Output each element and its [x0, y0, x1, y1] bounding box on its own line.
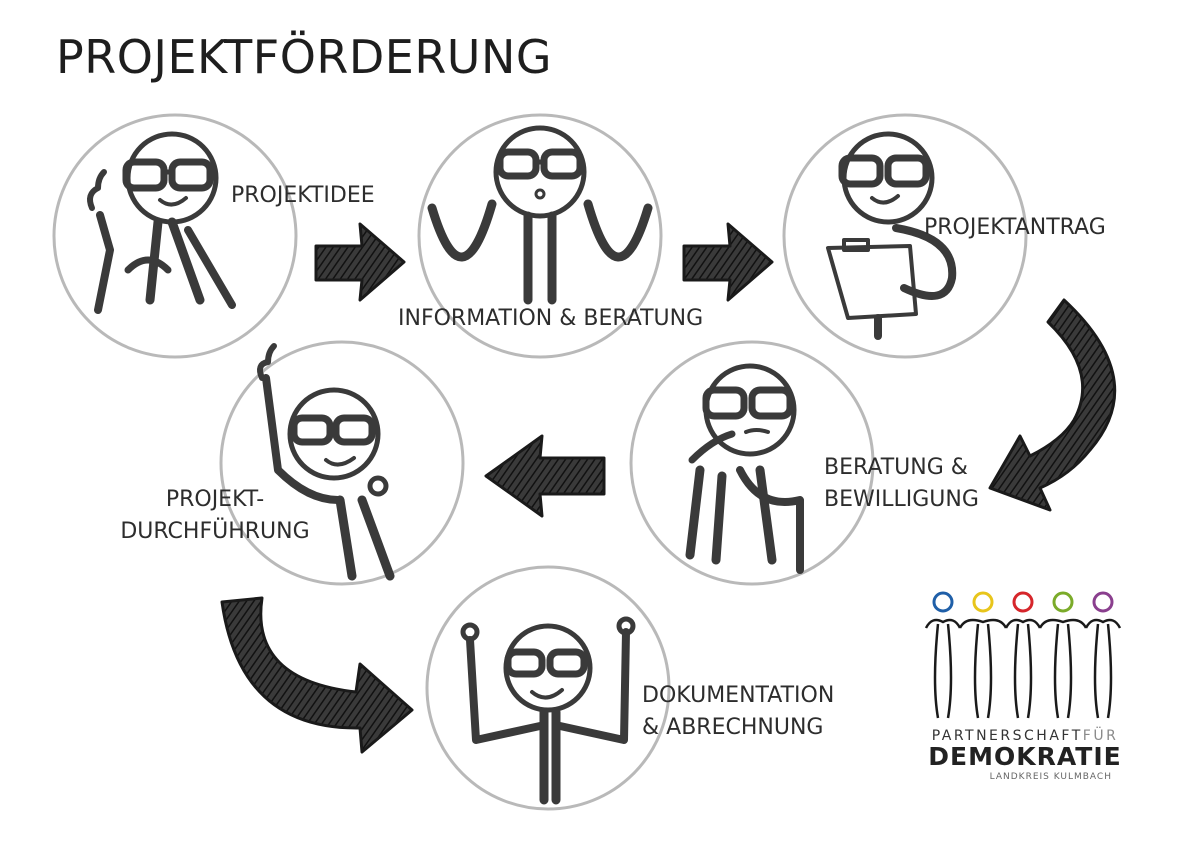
step-label-durchfuehrung: PROJEKT- DURCHFÜHRUNG: [120, 484, 310, 548]
logo-figures: [924, 618, 1122, 629]
step-label-projektantrag: PROJEKTANTRAG: [924, 212, 1106, 244]
step-label-line: PROJEKTIDEE: [231, 183, 375, 208]
step-circle-dokumentation: [425, 565, 671, 811]
logo-ring-red: [1012, 591, 1034, 613]
logo-ring-green: [1052, 591, 1074, 613]
arrow-right-1: [314, 222, 406, 302]
step-label-line: DURCHFÜHRUNG: [120, 519, 310, 544]
arrow-left: [484, 434, 606, 518]
logo-word-demokratie: DEMOKRATIE: [928, 742, 1122, 771]
stick-figure-shrug: [427, 125, 653, 305]
stick-figure-raised-hand: [257, 343, 395, 581]
partnerschaft-logo: PARTNERSCHAFTFÜR DEMOKRATIE LANDKREIS KU…: [922, 588, 1128, 788]
step-label-line: PROJEKT-: [165, 487, 265, 512]
stick-figure-cheering: [460, 616, 636, 805]
logo-figures-bodies: [933, 623, 1113, 719]
logo-ring-purple: [1092, 591, 1114, 613]
step-label-dokumentation: DOKUMENTATION & ABRECHNUNG: [642, 680, 834, 744]
step-label-beratung: BERATUNG & BEWILLIGUNG: [824, 452, 979, 516]
logo-mark: [924, 591, 1122, 719]
logo-line-partnerschaft: PARTNERSCHAFTFÜR: [922, 728, 1128, 744]
logo-ring-yellow: [972, 591, 994, 613]
logo-subtitle: LANDKREIS KULMBACH: [989, 772, 1112, 782]
step-label-line: & ABRECHNUNG: [642, 715, 824, 740]
stick-figure-idea: [87, 131, 236, 314]
step-label-line: BEWILLIGUNG: [824, 487, 979, 512]
logo-word-partnerschaft: PARTNERSCHAFT: [931, 728, 1083, 744]
logo-word-fuer: FÜR: [1082, 728, 1119, 744]
arrow-right-2: [682, 222, 774, 302]
stick-figure-clipboard: [826, 131, 957, 340]
step-circle-information: [417, 113, 663, 359]
stick-figure-thinking: [685, 363, 804, 574]
step-label-line: INFORMATION & BERATUNG: [398, 306, 704, 331]
step-label-information: INFORMATION & BERATUNG: [398, 303, 703, 335]
logo-ring-blue: [932, 591, 954, 613]
step-label-line: DOKUMENTATION: [642, 683, 835, 708]
step-label-projektidee: PROJEKTIDEE: [231, 180, 375, 212]
step-label-line: PROJEKTANTRAG: [924, 215, 1106, 240]
arrow-curved-down-left: [988, 298, 1117, 512]
step-label-line: BERATUNG &: [824, 455, 968, 480]
arrow-curved-down-right: [220, 596, 414, 754]
page-title: PROJEKTFÖRDERUNG: [56, 30, 553, 84]
